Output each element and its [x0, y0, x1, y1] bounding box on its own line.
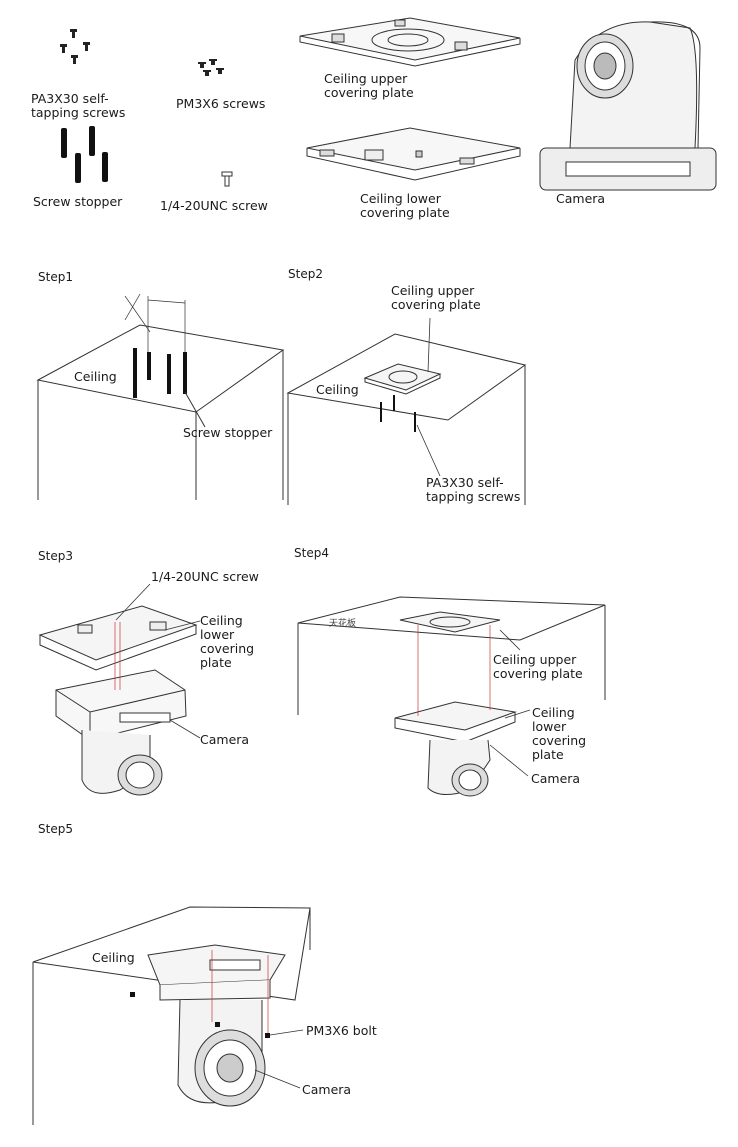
- ceiling-lower-plate-label: Ceiling lower covering plate: [360, 191, 450, 220]
- step4-title: Step4: [294, 546, 329, 560]
- ceiling-upper-plate-drawing: [299, 17, 521, 67]
- step2-title: Step2: [288, 267, 323, 281]
- pa3x30-screws-label: PA3X30 self- tapping screws: [31, 91, 126, 120]
- step1-ceiling-box: [36, 324, 285, 500]
- ceiling-upper-plate-label: Ceiling upper covering plate: [324, 71, 414, 100]
- step1-ceiling-label: Ceiling: [74, 369, 117, 384]
- step4-ceiling-box: [297, 596, 606, 715]
- step5-guide-lines: [211, 950, 269, 1033]
- step1-screw-stopper-label: Screw stopper: [183, 425, 273, 440]
- step2-screws-label: PA3X30 self- tapping screws: [426, 475, 521, 504]
- step2-upper-plate-label: Ceiling upper covering plate: [391, 283, 481, 312]
- step1-screw-stoppers: [133, 348, 187, 398]
- step4-lower-plate-label: Ceiling lower covering plate: [532, 705, 587, 762]
- step5-bolts: [130, 992, 270, 1038]
- step4-camera-label: Camera: [531, 771, 581, 786]
- pm3x6-screws-label: PM3X6 screws: [176, 96, 266, 111]
- step2-upper-plate: [363, 363, 442, 395]
- step1-stopper-leader: [184, 391, 206, 428]
- step5-title: Step5: [38, 822, 73, 836]
- step5-camera-assembly: [147, 944, 286, 1107]
- step5-bolt-label: PM3X6 bolt: [306, 1023, 377, 1038]
- step3-camera: [55, 669, 187, 796]
- step3-lower-plate-label: Ceiling lower covering plate: [200, 613, 255, 670]
- unc-screw-icon: [221, 171, 233, 187]
- step4-guide-lines: [417, 625, 491, 716]
- step4-lower-plate-camera: [394, 701, 517, 797]
- step2-screws: [380, 395, 416, 432]
- pa3x30-screws-icon: [60, 29, 90, 64]
- pm3x6-screws-icon: [198, 59, 224, 76]
- step3-camera-label: Camera: [200, 732, 250, 747]
- step2-ceiling-label: Ceiling: [316, 382, 359, 397]
- step1-title: Step1: [38, 270, 73, 284]
- screw-stopper-label: Screw stopper: [33, 194, 123, 209]
- step3-lower-plate: [38, 605, 198, 671]
- ceiling-lower-plate-drawing: [306, 127, 521, 181]
- step5-ceiling-label: Ceiling: [92, 950, 135, 965]
- step1-dimension-lines: [124, 293, 186, 352]
- step4-ceiling-cn-label: 天花板: [329, 619, 357, 629]
- step5-ceiling-box: [32, 906, 311, 1125]
- step3-title: Step3: [38, 549, 73, 563]
- camera-drawing: [539, 21, 717, 191]
- camera-label: Camera: [556, 191, 606, 206]
- screw-stopper-icon: [61, 126, 108, 183]
- step4-leaders: [489, 629, 531, 777]
- step5-camera-label: Camera: [302, 1082, 352, 1097]
- step4-upper-plate: [399, 611, 501, 633]
- step4-upper-plate-label: Ceiling upper covering plate: [493, 652, 583, 681]
- unc-screw-label: 1/4-20UNC screw: [160, 198, 268, 213]
- step3-guide-lines: [114, 622, 121, 690]
- step2-leaders: [416, 317, 441, 477]
- step3-leaders: [115, 583, 201, 739]
- step3-unc-screw-label: 1/4-20UNC screw: [151, 569, 259, 584]
- step5-leaders: [254, 1029, 304, 1089]
